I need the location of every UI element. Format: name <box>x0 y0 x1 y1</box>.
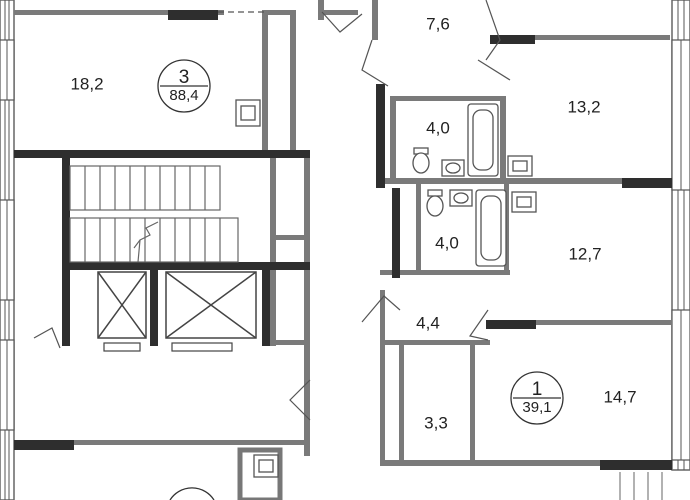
apartment-number: 1 <box>531 379 543 400</box>
room-area-label: 3,3 <box>424 413 448 433</box>
toilets <box>412 147 444 217</box>
room-area-label: 4,0 <box>426 118 450 138</box>
staircase <box>69 165 239 263</box>
apartment-badges <box>157 59 564 500</box>
apartment-3-badge: 3 88,4 <box>169 68 198 104</box>
room-area-label: 14,7 <box>603 387 637 407</box>
bathtubs <box>467 103 507 267</box>
exterior-wall-right <box>671 0 690 471</box>
sinks <box>235 99 537 478</box>
exterior-wall-left <box>0 0 15 500</box>
room-area-label: 18,2 <box>70 74 104 94</box>
door-swings <box>33 0 511 421</box>
room-area-label: 12,7 <box>568 244 602 264</box>
elevator-shafts <box>97 271 257 352</box>
apartment-1-badge: 1 39,1 <box>522 380 551 416</box>
balcony-detail <box>619 472 663 500</box>
room-area-label: 4,0 <box>435 233 459 253</box>
apartment-number: 3 <box>178 67 190 88</box>
structural-walls <box>14 10 672 470</box>
room-area-label: 13,2 <box>567 97 601 117</box>
apartment-total-area: 88,4 <box>169 87 199 104</box>
room-area-label: 7,6 <box>426 14 450 34</box>
room-area-label: 4,4 <box>416 313 440 333</box>
apartment-total-area: 39,1 <box>522 399 552 416</box>
